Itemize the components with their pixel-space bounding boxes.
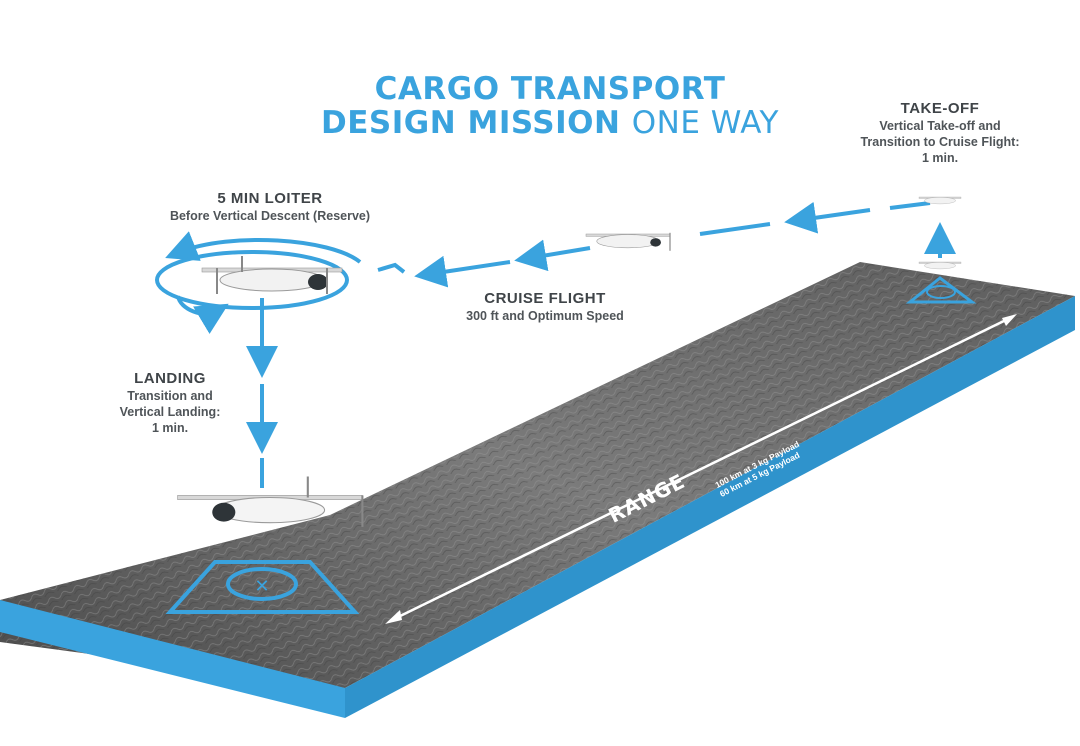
landing-line-2: Vertical Landing: (119, 405, 221, 419)
title-line-1: CARGO TRANSPORT (374, 71, 726, 107)
landing-line-3: 1 min. (151, 421, 189, 435)
drone-icon (918, 261, 962, 270)
loiter-heading: 5 MIN LOITER (217, 190, 323, 207)
title-line-2-bold: DESIGN MISSION (321, 105, 621, 141)
landing-heading: LANDING (134, 370, 206, 387)
takeoff-pad-icon (905, 276, 977, 304)
flight-path (377, 201, 956, 288)
loiter-label: 5 MIN LOITER Before Vertical Descent (Re… (120, 190, 420, 224)
landing-details: Transition and Vertical Landing: 1 min. (90, 388, 250, 436)
terrain-block (0, 262, 1075, 718)
drone-icon (585, 232, 671, 251)
takeoff-line-1: Vertical Take-off and (879, 119, 1001, 133)
loiter-circle (155, 231, 362, 334)
drone-icon (201, 256, 343, 294)
helipad-icon: ✕ (165, 560, 360, 614)
svg-text:✕: ✕ (254, 576, 269, 597)
title-line-2-light: ONE WAY (631, 105, 779, 141)
title-line-2: DESIGN MISSION ONE WAY (300, 106, 800, 140)
cruise-detail: 300 ft and Optimum Speed (466, 309, 624, 323)
takeoff-line-3: 1 min. (921, 151, 959, 165)
drone-icon (177, 476, 364, 527)
takeoff-label: TAKE-OFF Vertical Take-off and Transitio… (835, 100, 1045, 166)
drone-icon (918, 196, 962, 205)
takeoff-details: Vertical Take-off and Transition to Crui… (835, 118, 1045, 166)
landing-line-1: Transition and (127, 389, 213, 403)
takeoff-heading: TAKE-OFF (900, 100, 980, 117)
cruise-heading: CRUISE FLIGHT (484, 290, 606, 307)
terrain-front-edge (0, 600, 345, 718)
landing-label: LANDING Transition and Vertical Landing:… (90, 370, 250, 436)
range-arrow (385, 314, 1017, 624)
cruise-label: CRUISE FLIGHT 300 ft and Optimum Speed (410, 290, 680, 324)
loiter-detail: Before Vertical Descent (Reserve) (169, 209, 371, 223)
terrain-texture (0, 262, 1075, 688)
terrain-side-edge (345, 296, 1075, 718)
diagram-title: CARGO TRANSPORT DESIGN MISSION ONE WAY (300, 72, 800, 140)
takeoff-line-2: Transition to Cruise Flight: (860, 135, 1020, 149)
